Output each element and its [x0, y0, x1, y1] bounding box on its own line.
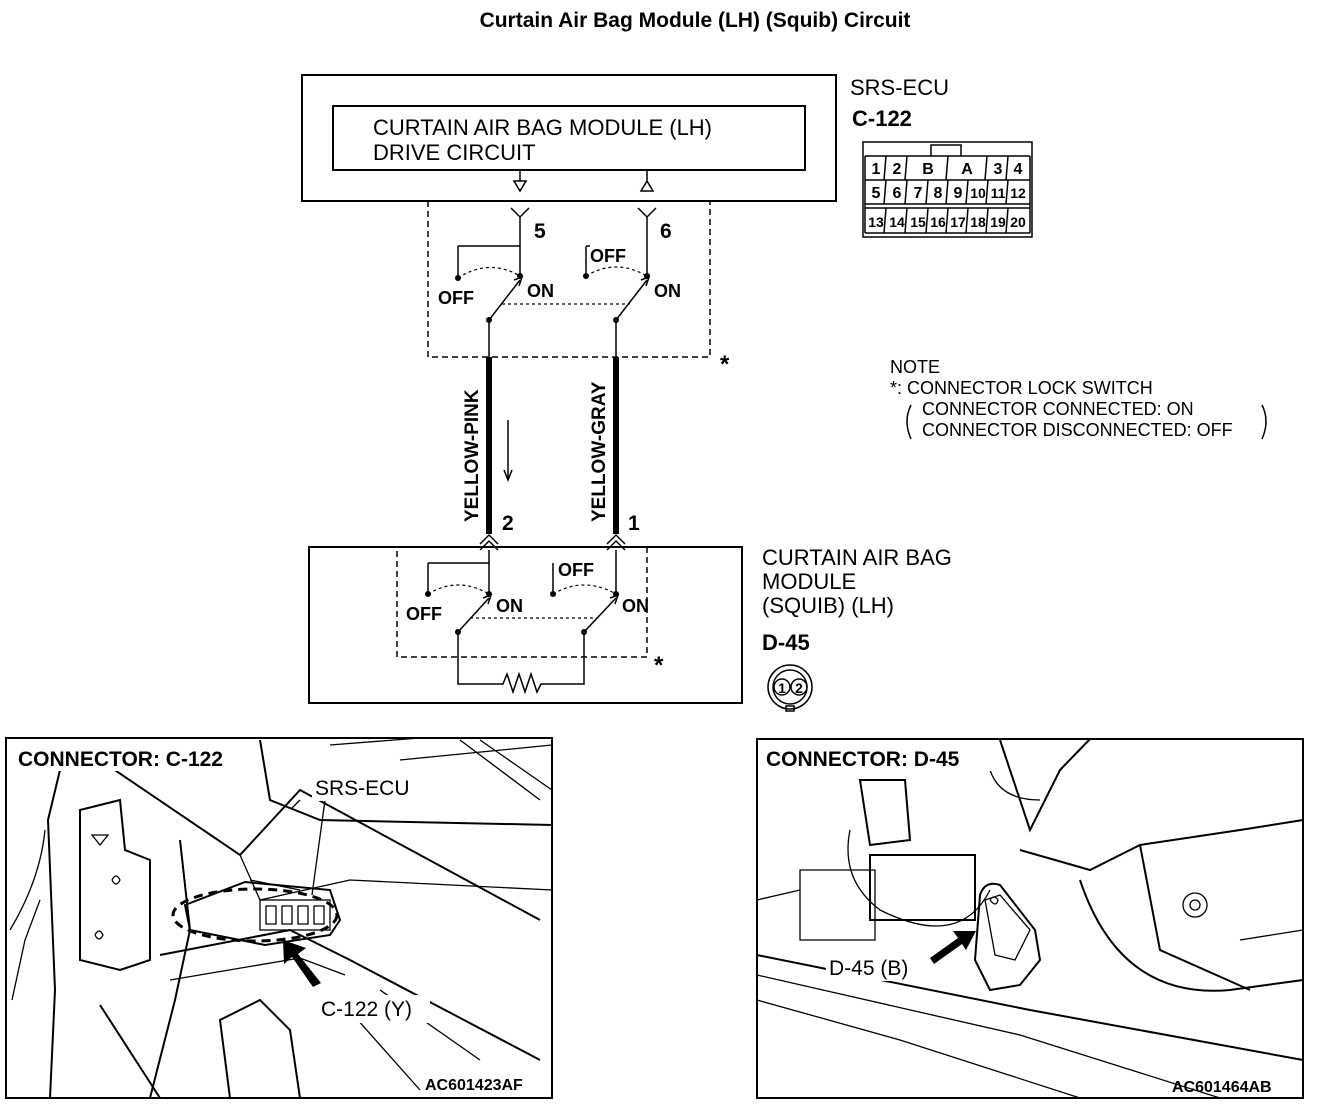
module-name-1: CURTAIN AIR BAG [762, 545, 952, 570]
ecu-pin-divider [984, 155, 988, 181]
ecu-pin-divider [925, 179, 929, 205]
ecu-sw2-on: ON [654, 281, 681, 301]
left-panel-ecu-label: SRS-ECU [315, 777, 410, 800]
ecu-pin-8: 8 [934, 185, 943, 202]
connector-c122-panel [5, 737, 553, 1099]
ecu-pin-2: 2 [893, 161, 902, 178]
ecu-pin-5: 5 [872, 185, 881, 202]
ecu-pin-divider [904, 207, 908, 234]
module-asterisk: * [654, 652, 664, 679]
module-connector-face: 1 2 [767, 664, 813, 712]
ecu-pin-divider [883, 179, 887, 205]
ecu-connector-id: C-122 [852, 106, 912, 131]
module-connector-id: D-45 [762, 630, 810, 655]
ecu-pin-3: 3 [994, 161, 1003, 178]
ecu-pin-divider [985, 207, 989, 234]
connector-d45-panel [756, 738, 1304, 1099]
output-triangle-icon [512, 180, 528, 193]
ecu-pin-divider [1005, 179, 1009, 205]
page-title: Curtain Air Bag Module (LH) (Squib) Circ… [480, 9, 911, 32]
left-panel-heading: CONNECTOR: C-122 [18, 748, 223, 771]
right-panel-connector-label: D-45 (B) [829, 957, 908, 980]
squib-resistor [457, 632, 585, 695]
ecu-pin-20: 20 [1010, 214, 1026, 230]
module-lock-switch-area [396, 546, 648, 658]
note-heading: NOTE [890, 357, 940, 377]
module-sw2-on: ON [622, 596, 649, 616]
ecu-pin-16: 16 [930, 214, 946, 230]
module-name-3: (SQUIB) (LH) [762, 593, 894, 618]
ecu-pin-divider [945, 179, 949, 205]
ecu-pin-divider [1005, 207, 1009, 234]
ecu-pin-divider [965, 207, 969, 234]
module-name-2: MODULE [762, 569, 856, 594]
ecu-pin-12: 12 [1010, 185, 1026, 201]
ecu-sw1-on: ON [527, 281, 554, 301]
ecu-pin-6: 6 [893, 185, 902, 202]
note-line-3: CONNECTOR DISCONNECTED: OFF [922, 420, 1233, 440]
drive-circuit-box [332, 105, 806, 171]
note-line-2: CONNECTOR CONNECTED: ON [922, 399, 1194, 419]
ecu-pin-A: A [961, 161, 973, 178]
d45-pointer-arrow-icon [930, 931, 976, 964]
ecu-pin-divider [945, 155, 949, 181]
ecu-pin-14: 14 [889, 214, 905, 230]
right-panel-heading: CONNECTOR: D-45 [766, 748, 960, 771]
ecu-pin-11: 11 [991, 185, 1006, 201]
ecu-sw2-off: OFF [590, 246, 626, 266]
drive-circuit-label-2: DRIVE CIRCUIT [373, 140, 536, 165]
ecu-terminal-5: 5 [534, 220, 546, 243]
ecu-pin-15: 15 [910, 214, 926, 230]
ecu-pin-divider [945, 207, 949, 234]
ecu-pin-divider [904, 155, 908, 181]
ecu-name-label: SRS-ECU [850, 75, 949, 100]
ecu-pin-17: 17 [950, 214, 966, 230]
right-panel-code: AC601464AB [1172, 1079, 1272, 1096]
ecu-pin-13: 13 [868, 214, 884, 230]
ecu-pin-divider [1005, 155, 1009, 181]
ecu-asterisk: * [720, 351, 730, 378]
ecu-pin-divider [925, 207, 929, 234]
module-sw1-off: OFF [406, 604, 442, 624]
wire-label-yellow-gray: YELLOW-GRAY [589, 381, 610, 522]
airbag-module-box [308, 546, 743, 704]
input-triangle-icon [639, 179, 655, 192]
left-panel-code: AC601423AF [425, 1077, 523, 1094]
ecu-sw1-off: OFF [438, 288, 474, 308]
ecu-pin-divider [985, 179, 989, 205]
ecu-pin-9: 9 [954, 185, 963, 202]
module-pin-2: 2 [795, 680, 803, 696]
module-sw2-off: OFF [558, 560, 594, 580]
ecu-terminal-6: 6 [660, 220, 672, 243]
note-line-1: *: CONNECTOR LOCK SWITCH [890, 378, 1153, 398]
module-sw1-on: ON [496, 596, 523, 616]
module-terminal-1: 1 [628, 512, 640, 535]
ecu-pin-divider [965, 179, 969, 205]
srs-ecu-box [301, 74, 837, 202]
ecu-pin-10: 10 [970, 185, 986, 201]
ecu-pin-1: 1 [872, 161, 881, 178]
ecu-pin-7: 7 [914, 185, 923, 202]
wire-label-yellow-pink: YELLOW-PINK [462, 389, 483, 522]
drive-circuit-label-1: CURTAIN AIR BAG MODULE (LH) [373, 115, 712, 140]
module-pin-1: 1 [778, 680, 786, 696]
ecu-pin-19: 19 [990, 214, 1006, 230]
ecu-pin-divider [883, 207, 887, 234]
ecu-pin-4: 4 [1014, 161, 1023, 178]
ecu-pin-B: B [922, 161, 934, 178]
ecu-pin-divider [883, 155, 887, 181]
ecu-lock-switch-area [427, 201, 711, 358]
ecu-pin-divider [904, 179, 908, 205]
left-panel-connector-label: C-122 (Y) [321, 998, 412, 1021]
ecu-pin-18: 18 [970, 214, 986, 230]
module-terminal-2: 2 [502, 512, 514, 535]
c122-pointer-arrow-icon [283, 940, 321, 987]
